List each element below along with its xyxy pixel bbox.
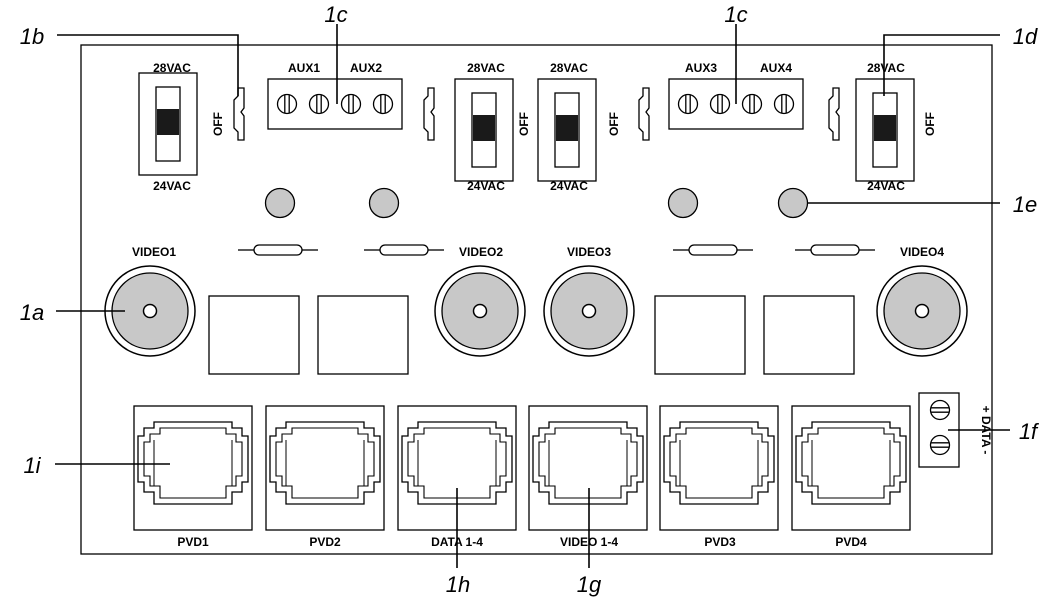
aux-screw-3[interactable] [340,93,362,115]
led-2 [368,187,400,219]
pvd2-label: PVD2 [309,535,341,549]
callout-1e: 1e [1013,192,1037,217]
video1-label: VIDEO1 [132,245,176,259]
video3-label: VIDEO3 [567,245,611,259]
video4-bnc-connector[interactable] [876,265,968,357]
switch3-bottom-label: 24VAC [550,179,588,193]
pvd3-port[interactable] [659,405,779,531]
pvd4-port[interactable] [791,405,911,531]
power-switch-4[interactable] [855,78,915,182]
data-screw-plus[interactable] [929,399,951,421]
video2-bnc-connector[interactable] [434,265,526,357]
led-1 [264,187,296,219]
aux4-label: AUX4 [760,61,792,75]
aux-screw-6[interactable] [709,93,731,115]
switch4-bottom-label: 24VAC [867,179,905,193]
aux1-label: AUX1 [288,61,320,75]
aux-screw-7[interactable] [741,93,763,115]
pvd2-port[interactable] [265,405,385,531]
aux-screw-8[interactable] [773,93,795,115]
callout-1d-leader [883,34,1000,96]
callout-1g: 1g [577,572,602,597]
aux-screw-5[interactable] [677,93,699,115]
callout-1b: 1b [20,24,44,49]
video2-label: VIDEO2 [459,245,503,259]
switch2-top-label: 28VAC [467,61,505,75]
data-screw-minus[interactable] [929,434,951,456]
callout-1h: 1h [446,572,470,597]
aux-screw-2[interactable] [308,93,330,115]
callout-1b-leader [57,34,239,96]
transformer-4 [763,295,855,375]
switch1-top-label: 28VAC [153,61,191,75]
video-1-4-port[interactable] [528,405,648,531]
pvd3-label: PVD3 [704,535,736,549]
switch4-top-label: 28VAC [867,61,905,75]
switch1-off-label: OFF [211,112,225,136]
transformer-2 [317,295,409,375]
switch2-bottom-label: 24VAC [467,179,505,193]
aux-screw-4[interactable] [372,93,394,115]
callout-1f: 1f [1019,419,1040,444]
transformer-3 [654,295,746,375]
power-switch-3[interactable] [537,78,597,182]
power-switch-2[interactable] [454,78,514,182]
switch3-top-label: 28VAC [550,61,588,75]
power-switch-1[interactable] [138,72,198,176]
led-4 [777,187,809,219]
video3-bnc-connector[interactable] [543,265,635,357]
pvd4-label: PVD4 [835,535,867,549]
callout-1c-right: 1c [724,2,747,27]
pvd1-port[interactable] [133,405,253,531]
aux-screw-1[interactable] [276,93,298,115]
callout-1c-left: 1c [324,2,347,27]
switch4-off-label: OFF [923,112,937,136]
transformer-1 [208,295,300,375]
switch1-bottom-label: 24VAC [153,179,191,193]
switch2-off-label: OFF [517,112,531,136]
switch3-off-label: OFF [607,112,621,136]
callout-1a: 1a [20,300,44,325]
aux2-label: AUX2 [350,61,382,75]
callout-1i: 1i [23,453,41,478]
led-3 [667,187,699,219]
callout-1d: 1d [1013,24,1038,49]
aux3-label: AUX3 [685,61,717,75]
video4-label: VIDEO4 [900,245,944,259]
pvd1-label: PVD1 [177,535,209,549]
